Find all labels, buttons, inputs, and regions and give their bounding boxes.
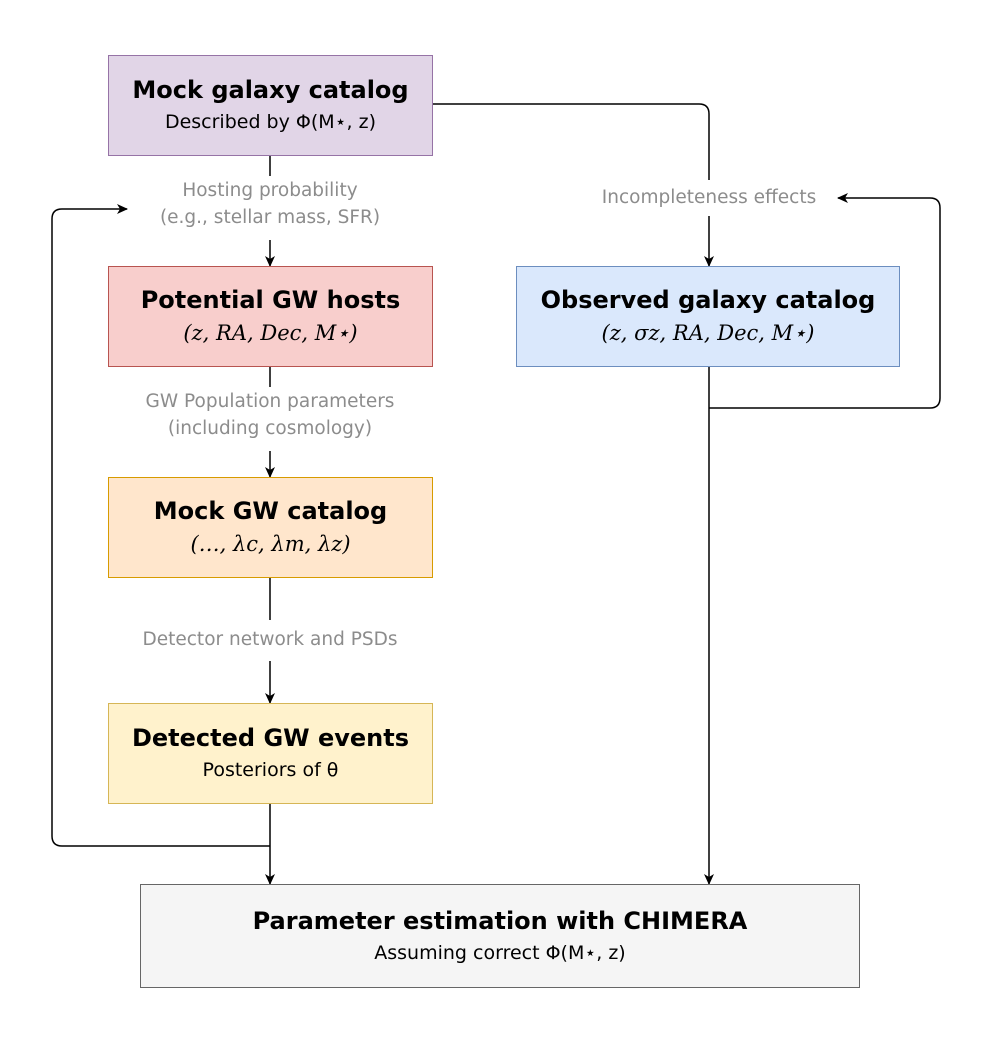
connector-mock-galaxy-to-incompleteness bbox=[432, 103, 710, 180]
mock-gw-title: Mock GW catalog bbox=[153, 496, 388, 525]
feedback-loop-left bbox=[51, 204, 270, 847]
label-gw-population-parameters: GW Population parameters (including cosm… bbox=[110, 389, 430, 443]
label-detector-network: Detector network and PSDs bbox=[142, 629, 398, 650]
potential-hosts-title: Potential GW hosts bbox=[140, 285, 401, 314]
param-est-subtitle: Assuming correct Φ(M⋆, z) bbox=[374, 941, 626, 964]
detected-gw-title: Detected GW events bbox=[131, 724, 410, 753]
box-mock-galaxy-catalog: Mock galaxy catalog Described by Φ(M⋆, z… bbox=[108, 55, 433, 156]
observed-galaxy-subtitle: (z, σz, RA, Dec, M⋆) bbox=[601, 320, 815, 345]
label-incompleteness-effects: Incompleteness effects bbox=[601, 187, 817, 208]
mock-galaxy-title: Mock galaxy catalog bbox=[132, 76, 409, 105]
label-hosting-probability: Hosting probability (e.g., stellar mass,… bbox=[130, 178, 410, 232]
observed-galaxy-title: Observed galaxy catalog bbox=[540, 285, 876, 314]
mock-gw-subtitle: (…, λc, λm, λz) bbox=[190, 531, 351, 556]
potential-hosts-subtitle: (z, RA, Dec, M⋆) bbox=[183, 320, 358, 345]
box-potential-gw-hosts: Potential GW hosts (z, RA, Dec, M⋆) bbox=[108, 266, 433, 367]
mock-galaxy-subtitle: Described by Φ(M⋆, z) bbox=[164, 111, 377, 134]
population-line-2: (including cosmology) bbox=[167, 417, 373, 439]
hosting-line-2: (e.g., stellar mass, SFR) bbox=[159, 206, 381, 228]
box-observed-galaxy-catalog: Observed galaxy catalog (z, σz, RA, Dec,… bbox=[516, 266, 900, 367]
population-line-1: GW Population parameters bbox=[145, 391, 395, 412]
detected-gw-subtitle: Posteriors of θ bbox=[202, 759, 339, 782]
feedback-loop-right bbox=[709, 193, 941, 409]
box-mock-gw-catalog: Mock GW catalog (…, λc, λm, λz) bbox=[108, 477, 433, 578]
box-detected-gw-events: Detected GW events Posteriors of θ bbox=[108, 703, 433, 804]
param-est-title: Parameter estimation with CHIMERA bbox=[252, 906, 748, 935]
hosting-line-1: Hosting probability bbox=[182, 180, 358, 201]
box-parameter-estimation: Parameter estimation with CHIMERA Assumi… bbox=[140, 884, 860, 988]
